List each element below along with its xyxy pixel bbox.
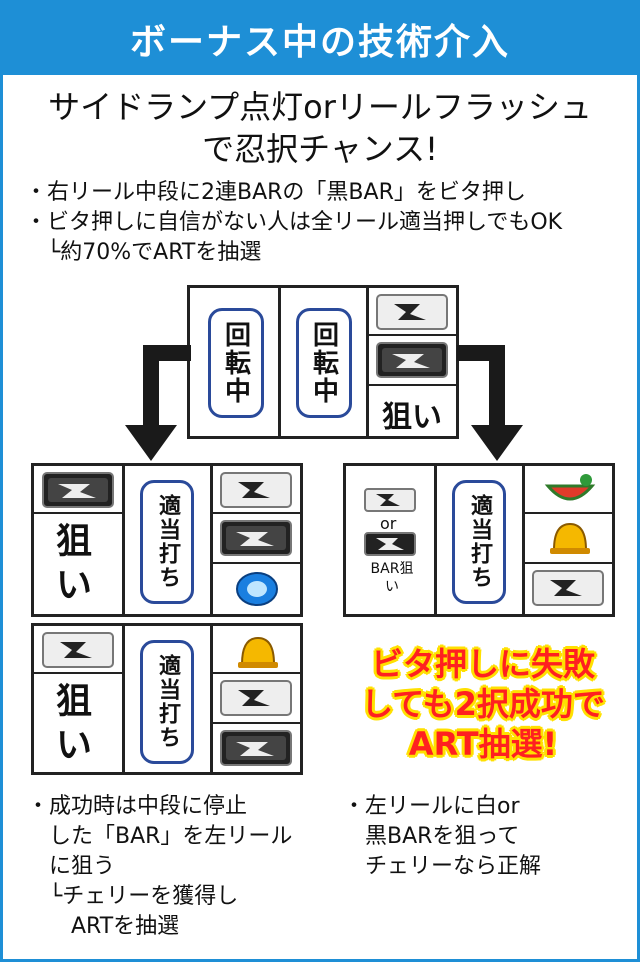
bell-symbol (238, 636, 278, 668)
bar-aim-label: BAR狙い (370, 561, 414, 595)
bottom-left-2: した「BAR」を左リール (27, 824, 293, 849)
bottom-right-1: ・左リールに白or (343, 794, 520, 819)
note-3: └約70%でARTを抽選 (25, 240, 262, 265)
header-bar: ボーナス中の技術介入 (3, 3, 637, 75)
white-bar-symbol (376, 294, 448, 330)
reel-diagram-top: 回転中 回転中 狙い (187, 285, 459, 439)
white-bar-symbol (42, 632, 114, 668)
aim-label-left: 狙い (56, 681, 93, 766)
bottom-left-4: └チェリーを獲得し (27, 884, 239, 909)
note-1: ・右リール中段に2連BARの「黒BAR」をビタ押し (25, 180, 526, 205)
lead-line-2: で忍択チャンス! (202, 130, 438, 168)
arrow-left-icon (125, 345, 191, 461)
black-bar-symbol (220, 520, 292, 556)
warning-line-3: ART抽選! (408, 725, 558, 763)
aim-label-left: 狙い (56, 521, 93, 606)
random-press-label: 適当打ち (140, 480, 194, 604)
white-bar-symbol (220, 472, 292, 508)
page-title: ボーナス中の技術介入 (129, 22, 510, 63)
spinning-label-center: 回転中 (296, 308, 352, 418)
note-2: ・ビタ押しに自信がない人は全リール適当押しでもOK (25, 210, 563, 235)
white-bar-symbol (220, 680, 292, 716)
white-bar-symbol (532, 570, 604, 606)
black-bar-symbol (42, 472, 114, 508)
bottom-left-1: ・成功時は中段に停止 (27, 794, 248, 819)
random-press-label: 適当打ち (140, 640, 194, 764)
black-bar-symbol (364, 532, 416, 556)
black-bar-symbol (220, 730, 292, 766)
bottom-left-3: に狙う (27, 854, 116, 879)
black-bar-symbol (376, 342, 448, 378)
lead-line-1: サイドランプ点灯orリールフラッシュ (48, 88, 592, 126)
random-press-label: 適当打ち (452, 480, 506, 604)
white-bar-symbol (364, 488, 416, 512)
bottom-right-2: 黒BARを狙って (343, 824, 520, 849)
warning-line-1: ビタ押しに失敗 (370, 645, 595, 683)
reel-diagram-middle-left: 狙い 適当打ち (31, 463, 303, 617)
watermelon-symbol (544, 474, 596, 501)
replay-symbol (236, 572, 278, 606)
bottom-left-5: ARTを抽選 (27, 914, 180, 939)
or-label: or (380, 514, 397, 533)
warning-line-2: しても2択成功で (361, 685, 605, 723)
bell-symbol (550, 522, 590, 554)
spinning-label-left: 回転中 (208, 308, 264, 418)
reel-diagram-lower-left: 狙い 適当打ち (31, 623, 303, 775)
bottom-right-3: チェリーなら正解 (343, 854, 542, 879)
aim-label-top: 狙い (382, 400, 442, 435)
reel-diagram-middle-right: or BAR狙い 適当打ち (343, 463, 615, 617)
arrow-right-icon (457, 345, 523, 461)
